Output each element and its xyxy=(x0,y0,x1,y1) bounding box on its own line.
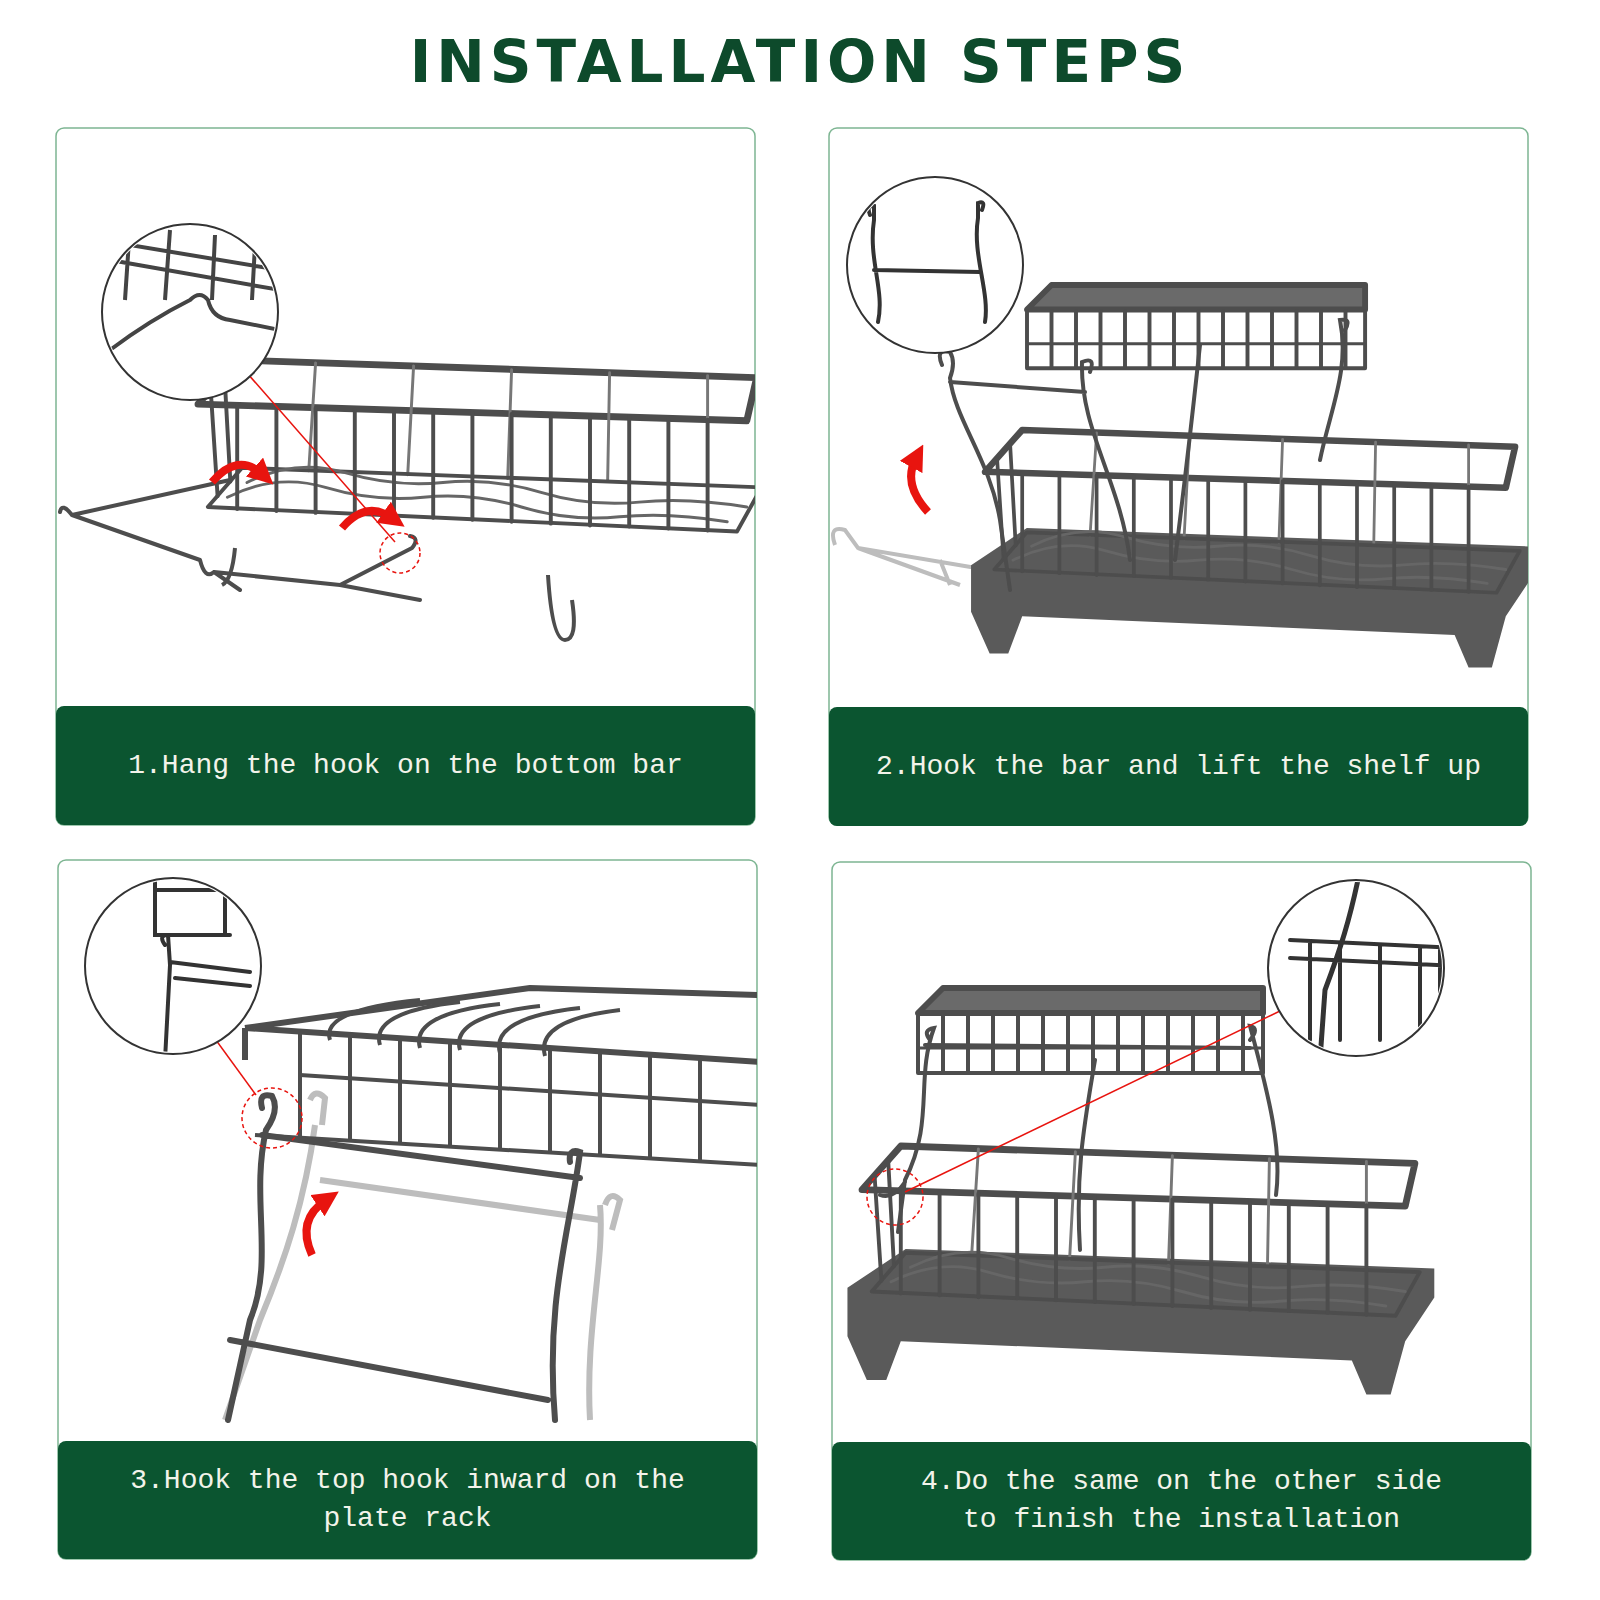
zoom-detail xyxy=(1290,870,1460,1060)
step-caption: 2.Hook the bar and lift the shelf up xyxy=(876,748,1481,786)
red-arrow xyxy=(306,1200,326,1255)
step-caption: 1.Hang the hook on the bottom bar xyxy=(128,747,683,785)
basket-foot xyxy=(222,548,574,640)
loose-frame xyxy=(60,480,420,600)
stand-frame xyxy=(940,320,1348,590)
highlight-circle xyxy=(380,533,420,573)
zoom-circle xyxy=(85,878,261,1054)
red-arrow xyxy=(342,511,392,528)
upper-shelf xyxy=(918,988,1263,1073)
zoom-circle xyxy=(847,177,1023,353)
zoom-circle xyxy=(102,224,278,400)
wire-basket xyxy=(198,360,755,532)
zoom-detail xyxy=(155,875,250,1060)
stand-frame xyxy=(880,1026,1278,1250)
step-caption: 4.Do the same on the other side to finis… xyxy=(902,1463,1461,1539)
page-title: INSTALLATION STEPS xyxy=(0,22,1600,102)
shelf-bars xyxy=(300,1032,700,1162)
zoom-detail xyxy=(869,202,986,322)
panel-frames xyxy=(56,128,1531,1560)
caption-band: 3.Hook the top hook inward on the plate … xyxy=(58,1441,757,1559)
red-arrow xyxy=(212,465,262,482)
panel-frame xyxy=(829,128,1528,825)
highlight-circle xyxy=(242,1088,302,1148)
panel-frame xyxy=(832,862,1531,1560)
rack-illustration xyxy=(205,988,757,1420)
caption-band: 1.Hang the hook on the bottom bar xyxy=(56,706,755,825)
red-arrow xyxy=(911,458,928,512)
caption-band: 2.Hook the bar and lift the shelf up xyxy=(829,707,1528,826)
upper-shelf xyxy=(1027,285,1365,368)
panel-frame xyxy=(58,860,757,1559)
zoom-circle xyxy=(1268,880,1444,1056)
shelf-slats xyxy=(255,1000,757,1165)
wire-basket xyxy=(862,1146,1420,1316)
hook xyxy=(310,1093,620,1230)
caption-band: 4.Do the same on the other side to finis… xyxy=(832,1442,1531,1560)
panel-frame xyxy=(56,128,755,825)
stand-frame xyxy=(228,1095,580,1420)
zoom-detail xyxy=(100,225,280,350)
leader-line xyxy=(905,1010,1282,1192)
wire-basket xyxy=(985,430,1520,593)
highlight-circle xyxy=(867,1169,923,1225)
step-caption: 3.Hook the top hook inward on the plate … xyxy=(128,1462,687,1538)
